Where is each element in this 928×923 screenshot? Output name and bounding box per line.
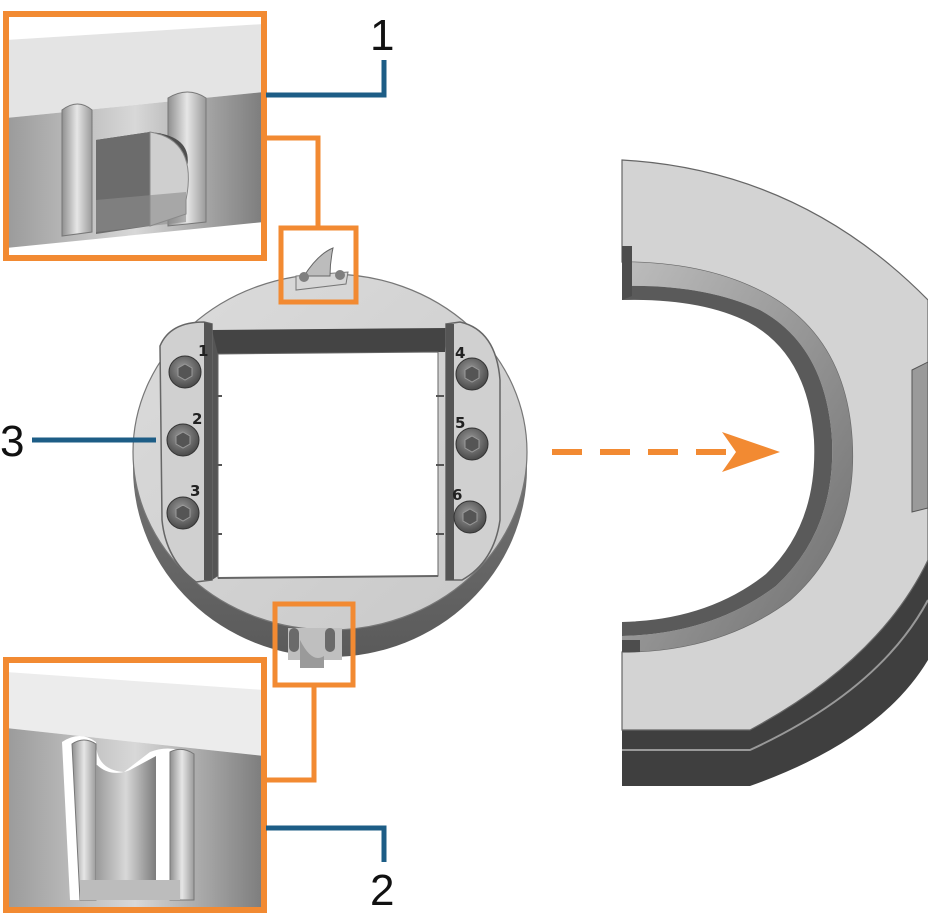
bottom-detail-frame [3,657,267,913]
screw-label-2: 2 [192,410,202,428]
screw-2: 2 [166,410,202,457]
leader-line-2 [266,825,387,862]
screw-3: 3 [166,482,200,530]
leader-line-1 [266,60,387,98]
screw-label-4: 4 [455,344,465,362]
bottom-notch [288,628,342,668]
screw-6: 6 [452,486,487,534]
top-detail-frame [3,11,267,261]
callout-3: 3 [0,417,24,466]
screw-label-3: 3 [190,482,200,500]
screw-label-6: 6 [452,486,462,504]
dashed-right-arrow-icon [552,432,780,472]
top-notch-detail [3,11,267,261]
square-window [212,328,447,580]
round-plate: 1 2 3 4 5 6 [132,247,528,668]
top-notch [295,247,349,291]
screw-label-5: 5 [455,414,465,432]
top-connector [266,135,321,228]
screw-4: 4 [455,344,489,391]
screw-label-1: 1 [198,342,208,360]
bottom-notch-detail [3,657,267,913]
bottom-connector [266,685,317,783]
screw-1: 1 [168,342,208,389]
callout-2: 2 [370,866,394,915]
screw-5: 5 [455,414,489,461]
half-ring-part [621,159,928,786]
callout-1: 1 [370,11,394,60]
